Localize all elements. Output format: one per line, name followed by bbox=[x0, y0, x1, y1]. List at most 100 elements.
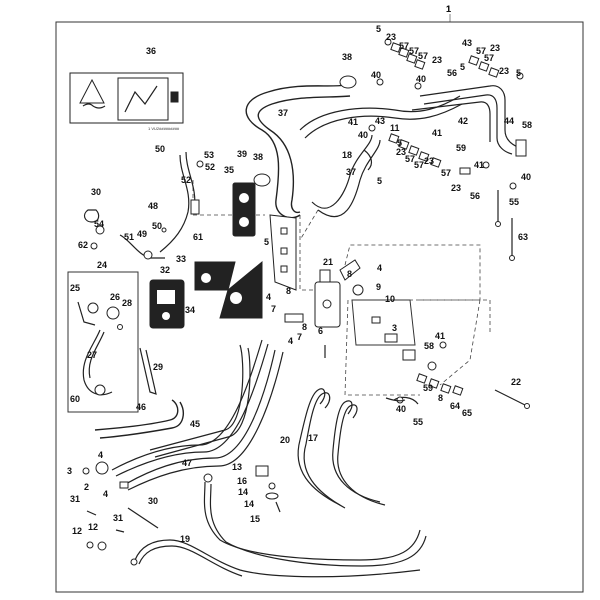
callout-label: 11 bbox=[390, 123, 400, 133]
assembly-number: 1 bbox=[446, 4, 451, 14]
callout-label: 40 bbox=[416, 74, 426, 84]
callout-label: 9 bbox=[376, 282, 381, 292]
callout-label: 32 bbox=[160, 265, 170, 275]
left-upper-lines bbox=[83, 151, 204, 260]
callout-label: 51 bbox=[124, 232, 134, 242]
callout-label: 58 bbox=[522, 120, 532, 130]
callout-label: 31 bbox=[70, 494, 80, 504]
assembly-frame bbox=[55, 21, 584, 593]
callout-label: 22 bbox=[511, 377, 521, 387]
callout-label: 56 bbox=[447, 68, 457, 78]
callout-label: 4 bbox=[103, 489, 108, 499]
callout-label: 43 bbox=[462, 38, 472, 48]
pressure-lines-upper bbox=[411, 85, 527, 157]
fittings-top-row bbox=[376, 38, 524, 90]
callout-label: 3 bbox=[67, 466, 72, 476]
callout-label: 31 bbox=[113, 513, 123, 523]
sensor-kit-box bbox=[67, 271, 139, 413]
callout-label: 8 bbox=[347, 269, 352, 279]
callout-label: 44 bbox=[504, 116, 514, 126]
callout-label: 13 bbox=[232, 462, 242, 472]
callout-label: 17 bbox=[308, 433, 318, 443]
callout-label: 29 bbox=[153, 362, 163, 372]
callout-label: 18 bbox=[342, 150, 352, 160]
callout-label: 40 bbox=[521, 172, 531, 182]
fittings-lower-right bbox=[393, 373, 530, 409]
callout-label: 57 bbox=[409, 46, 419, 56]
callout-label: 55 bbox=[509, 197, 519, 207]
sensor-leads bbox=[385, 397, 406, 402]
callout-label: 49 bbox=[137, 229, 147, 239]
callout-label: 35 bbox=[224, 165, 234, 175]
callout-label: 4 bbox=[377, 263, 382, 273]
callout-label: 25 bbox=[70, 283, 80, 293]
callout-label: 41 bbox=[474, 160, 484, 170]
callout-label: 64 bbox=[450, 401, 460, 411]
block-assembly-10 bbox=[351, 299, 447, 371]
fittings-mid-row bbox=[363, 124, 517, 261]
callout-label: 57 bbox=[441, 168, 451, 178]
callout-label: 23 bbox=[424, 156, 434, 166]
callout-label: 57 bbox=[414, 160, 424, 170]
callout-label: 2 bbox=[84, 482, 89, 492]
callout-label: 30 bbox=[91, 187, 101, 197]
callout-label: 8 bbox=[286, 286, 291, 296]
callout-label: 38 bbox=[342, 52, 352, 62]
decal-panel-35 bbox=[232, 182, 297, 291]
callout-label: 5 bbox=[377, 176, 382, 186]
callout-label: 50 bbox=[155, 144, 165, 154]
callout-label: 5 bbox=[516, 68, 521, 78]
callout-label: 4 bbox=[98, 450, 103, 460]
callout-label: 30 bbox=[148, 496, 158, 506]
callout-label: 55 bbox=[413, 417, 423, 427]
callout-label: 19 bbox=[180, 534, 190, 544]
callout-label: 61 bbox=[193, 232, 203, 242]
callout-label: 50 bbox=[152, 221, 162, 231]
callout-label: 59 bbox=[423, 383, 433, 393]
callout-label: 45 bbox=[190, 419, 200, 429]
callout-label: 16 bbox=[237, 476, 247, 486]
callout-label: 59 bbox=[456, 143, 466, 153]
callout-label: 20 bbox=[280, 435, 290, 445]
callout-label: 14 bbox=[244, 499, 254, 509]
callout-label: 6 bbox=[318, 326, 323, 336]
callout-label: 58 bbox=[424, 341, 434, 351]
callout-label: 38 bbox=[253, 152, 263, 162]
callout-label: 52 bbox=[181, 175, 191, 185]
lower-tube-routing bbox=[130, 388, 427, 578]
callout-label: 60 bbox=[70, 394, 80, 404]
misc-hardware bbox=[86, 507, 159, 551]
callout-label: 56 bbox=[470, 191, 480, 201]
callout-label: 41 bbox=[348, 117, 358, 127]
fitting-group-13-16 bbox=[255, 465, 281, 513]
callout-label: 24 bbox=[97, 260, 107, 270]
callout-label: 36 bbox=[146, 46, 156, 56]
callout-label: 23 bbox=[451, 183, 461, 193]
callout-label: 27 bbox=[87, 350, 97, 360]
callout-label: 41 bbox=[432, 128, 442, 138]
callout-label: 5 bbox=[397, 138, 402, 148]
callout-label: 23 bbox=[386, 32, 396, 42]
callout-label: 10 bbox=[385, 294, 395, 304]
callout-label: 39 bbox=[237, 149, 247, 159]
callout-label: 40 bbox=[371, 70, 381, 80]
callout-label: 37 bbox=[346, 167, 356, 177]
callout-label: 1 bbox=[446, 4, 451, 14]
callout-label: 7 bbox=[271, 304, 276, 314]
callout-label: 52 bbox=[205, 162, 215, 172]
callout-label: 43 bbox=[375, 116, 385, 126]
callout-label: 3 bbox=[392, 323, 397, 333]
callout-label: 7 bbox=[297, 332, 302, 342]
control-valve bbox=[284, 259, 364, 358]
callout-label: 23 bbox=[499, 66, 509, 76]
callout-label: 23 bbox=[490, 43, 500, 53]
callout-label: 4 bbox=[266, 292, 271, 302]
callout-label: 5 bbox=[264, 237, 269, 247]
decal-33-34 bbox=[194, 260, 263, 319]
rod-29 bbox=[139, 347, 157, 395]
lower-left-hoses bbox=[82, 339, 284, 491]
callout-label: 40 bbox=[396, 404, 406, 414]
callout-label: 62 bbox=[78, 240, 88, 250]
decal-32 bbox=[149, 279, 185, 329]
callout-label: 14 bbox=[238, 487, 248, 497]
